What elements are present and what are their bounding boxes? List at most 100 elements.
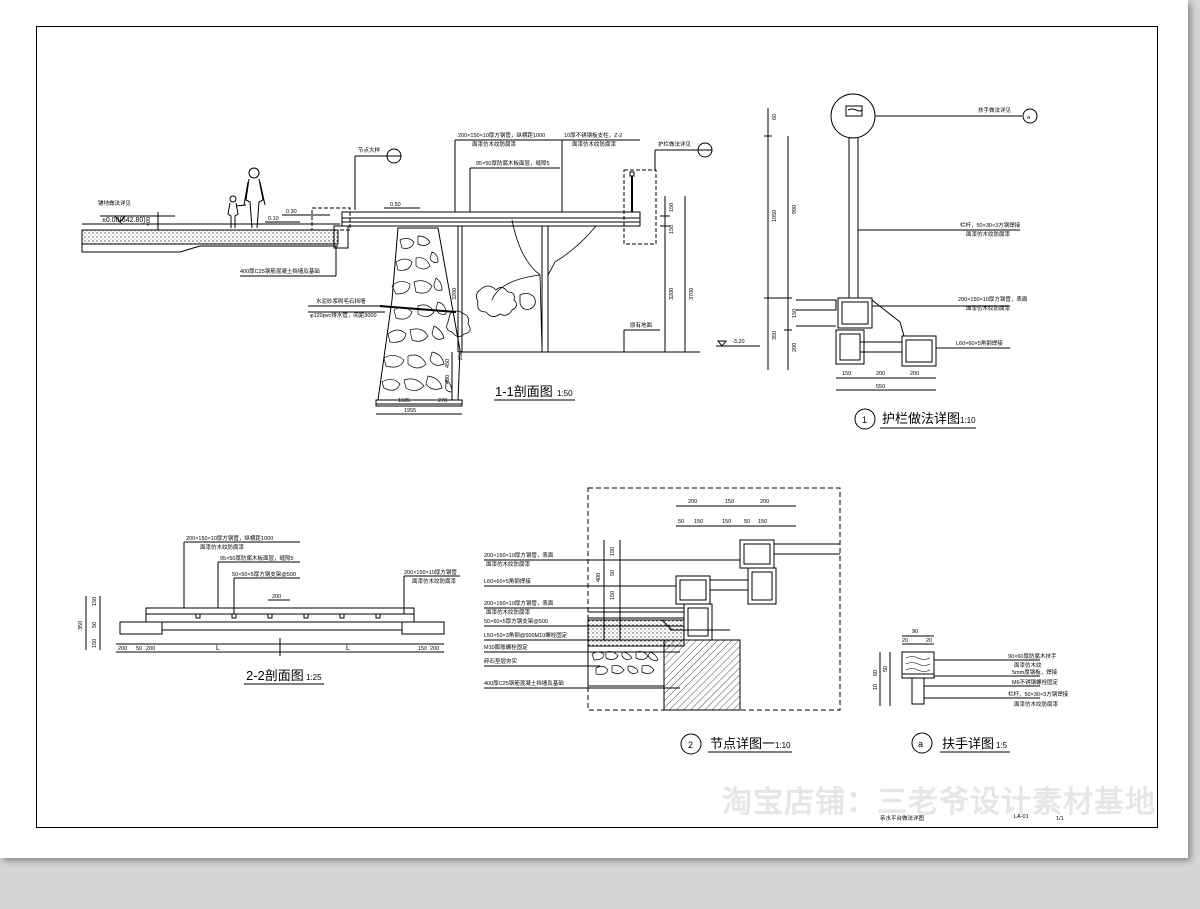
callout-c4n: 面漆仿木纹防腐漆 — [1014, 700, 1059, 708]
dim-s50a: 50 — [678, 519, 684, 525]
dim-L1: L — [216, 645, 220, 652]
dim-L2: L — [346, 645, 350, 652]
callout-c4: 栏杆，50×30×3方钢焊接 — [1008, 690, 1069, 698]
callout-beam: 200×150×10厚方钢管，纵横距1000 — [186, 534, 273, 542]
callout-c3: M6不锈钢螺栓固定 — [1012, 678, 1059, 686]
callout-board: 95×50厚防腐木板面层，缝隙5 — [220, 554, 294, 562]
titleblock-sheet: 1/1 — [1056, 816, 1064, 822]
stone-wall — [377, 227, 461, 401]
callout-c4: 50×50×5厚方钢支架@500 — [484, 617, 548, 625]
callout-angle: L60×60×5角钢焊接 — [956, 339, 1003, 347]
dim-b200b: 200 — [910, 371, 919, 377]
dim-400: 400 — [146, 217, 152, 226]
detail-number-circle — [854, 408, 876, 430]
dim-b150: 150 — [842, 371, 851, 377]
dim-b200a: 200 — [876, 371, 885, 377]
section-1-1-scale: 1:50 — [557, 389, 573, 398]
footing — [401, 621, 445, 635]
node-detail: 200 150 200 50 150 150 50 150 150 400 50… — [484, 487, 841, 755]
wood-grain — [847, 108, 863, 112]
deck-beam — [145, 613, 415, 623]
callout-c1: 200×150×10厚方钢管，表面 — [484, 551, 554, 559]
railing-cap — [629, 171, 635, 177]
callout-beam-note: 面漆仿木纹防腐漆 — [200, 543, 245, 551]
ground-line — [81, 244, 338, 253]
level-050: 0.50 — [390, 202, 401, 208]
callout-c2: 5mm厚钢板，焊接 — [1012, 668, 1058, 676]
handrail-wood — [901, 651, 935, 675]
section-2-2: 200×150×10厚方钢管，纵横距1000 面漆仿木纹防腐漆 95×50厚防腐… — [78, 534, 460, 685]
deck-supports — [195, 613, 381, 619]
titleblock-name: 亲水平台做法详图 — [880, 814, 925, 822]
angle-plate — [661, 619, 673, 631]
callout-c2: L60×60×5角钢焊接 — [484, 577, 531, 585]
paving-layer — [81, 229, 339, 245]
callout-beam: 200×150×10厚方钢管，表面 — [958, 295, 1028, 303]
dim-t200a: 200 — [688, 499, 697, 505]
callout-drain-note: 水泥砂浆砌毛石挡墙 — [316, 297, 366, 305]
dim-3200a: 3200 — [452, 288, 458, 300]
deck-board — [588, 611, 684, 619]
wall-footing — [375, 399, 463, 407]
cad-drawing: 400 铺地做法详见 ±0.00(642.80) 0.30 0.10 0.50 — [78, 93, 1155, 822]
level-010: 0.10 — [268, 216, 279, 222]
dim-b150: 150 — [418, 646, 427, 652]
dim-250: 250 — [458, 351, 464, 360]
section-1-1: 400 铺地做法详见 ±0.00(642.80) 0.30 0.10 0.50 — [81, 131, 760, 415]
callout-drain: φ120pvc排水管，间距3000 — [310, 311, 377, 319]
dim-s150b: 150 — [722, 519, 731, 525]
steel-plate — [901, 673, 935, 679]
handrail-detail-scale: 1:5 — [996, 741, 1008, 750]
dim-3700: 3700 — [689, 288, 695, 300]
dim-b50: 50 — [136, 646, 142, 652]
dim-v150a: 150 — [92, 597, 98, 606]
deck-board — [145, 607, 415, 615]
deck-board — [774, 543, 840, 555]
level-030: 0.30 — [286, 209, 297, 215]
footing — [119, 621, 163, 635]
paving-label: 铺地做法详见 — [98, 199, 132, 207]
detail-number: 2 — [688, 740, 693, 750]
callout-steel-plate-note: 面漆仿木纹防腐漆 — [572, 140, 617, 148]
callout-handrail: 扶手做法详见 — [978, 106, 1012, 114]
dim-b200a: 200 — [118, 646, 127, 652]
node-detail-scale: 1:10 — [775, 741, 791, 750]
dim-v150b: 150 — [92, 639, 98, 648]
dim-90: 90 — [912, 629, 918, 635]
steel-tube — [835, 329, 865, 365]
callout-joint-ref: 节点大样 — [358, 146, 381, 154]
dim-150b: 150 — [669, 225, 675, 234]
dim-v150: 150 — [610, 547, 616, 556]
dim-150: 150 — [792, 309, 798, 318]
concrete-wall — [663, 639, 741, 711]
handrail-detail: 90 20 20 60 50 10 90×60厚防腐木扶手 面漆仿木纹 5mm厚… — [873, 629, 1069, 754]
detail-number-circle — [680, 733, 702, 755]
dim-50: 50 — [883, 666, 889, 672]
section-2-2-title: 2-2剖面图 — [246, 668, 304, 683]
dim-v400: 400 — [596, 573, 602, 582]
callout-c8: 400厚C25钢筋混凝土挡墙及基础 — [484, 679, 564, 687]
steel-tube — [901, 335, 937, 367]
elevation-marker — [716, 340, 728, 347]
handrail-section — [845, 105, 863, 117]
post-tube — [911, 677, 925, 705]
handrail-detail-title: 扶手详图 — [942, 736, 994, 751]
callout-c5: L50×50×3角钢@500M10螺栓固定 — [484, 631, 568, 639]
dim-150: 150 — [669, 203, 675, 212]
dim-1955: 1955 — [404, 408, 416, 414]
dim-1685: 1685 — [398, 398, 410, 404]
steel-tube-inner — [841, 301, 869, 325]
railing-detail-scale: 1:10 — [960, 416, 976, 425]
dim-s150c: 150 — [758, 519, 767, 525]
deck-board — [796, 299, 837, 311]
titleblock-code: LA-01 — [1014, 814, 1029, 820]
steel-tube-inner — [679, 579, 707, 601]
dim-20a: 20 — [902, 638, 908, 644]
tree-icon — [446, 219, 597, 353]
angle-bracket — [871, 299, 905, 337]
human-figure — [227, 167, 266, 229]
steel-tube-inner — [743, 543, 771, 565]
dim-b200b: 200 — [146, 646, 155, 652]
ref-bubble — [1022, 108, 1038, 124]
ground-label: 原有地面 — [630, 321, 653, 329]
